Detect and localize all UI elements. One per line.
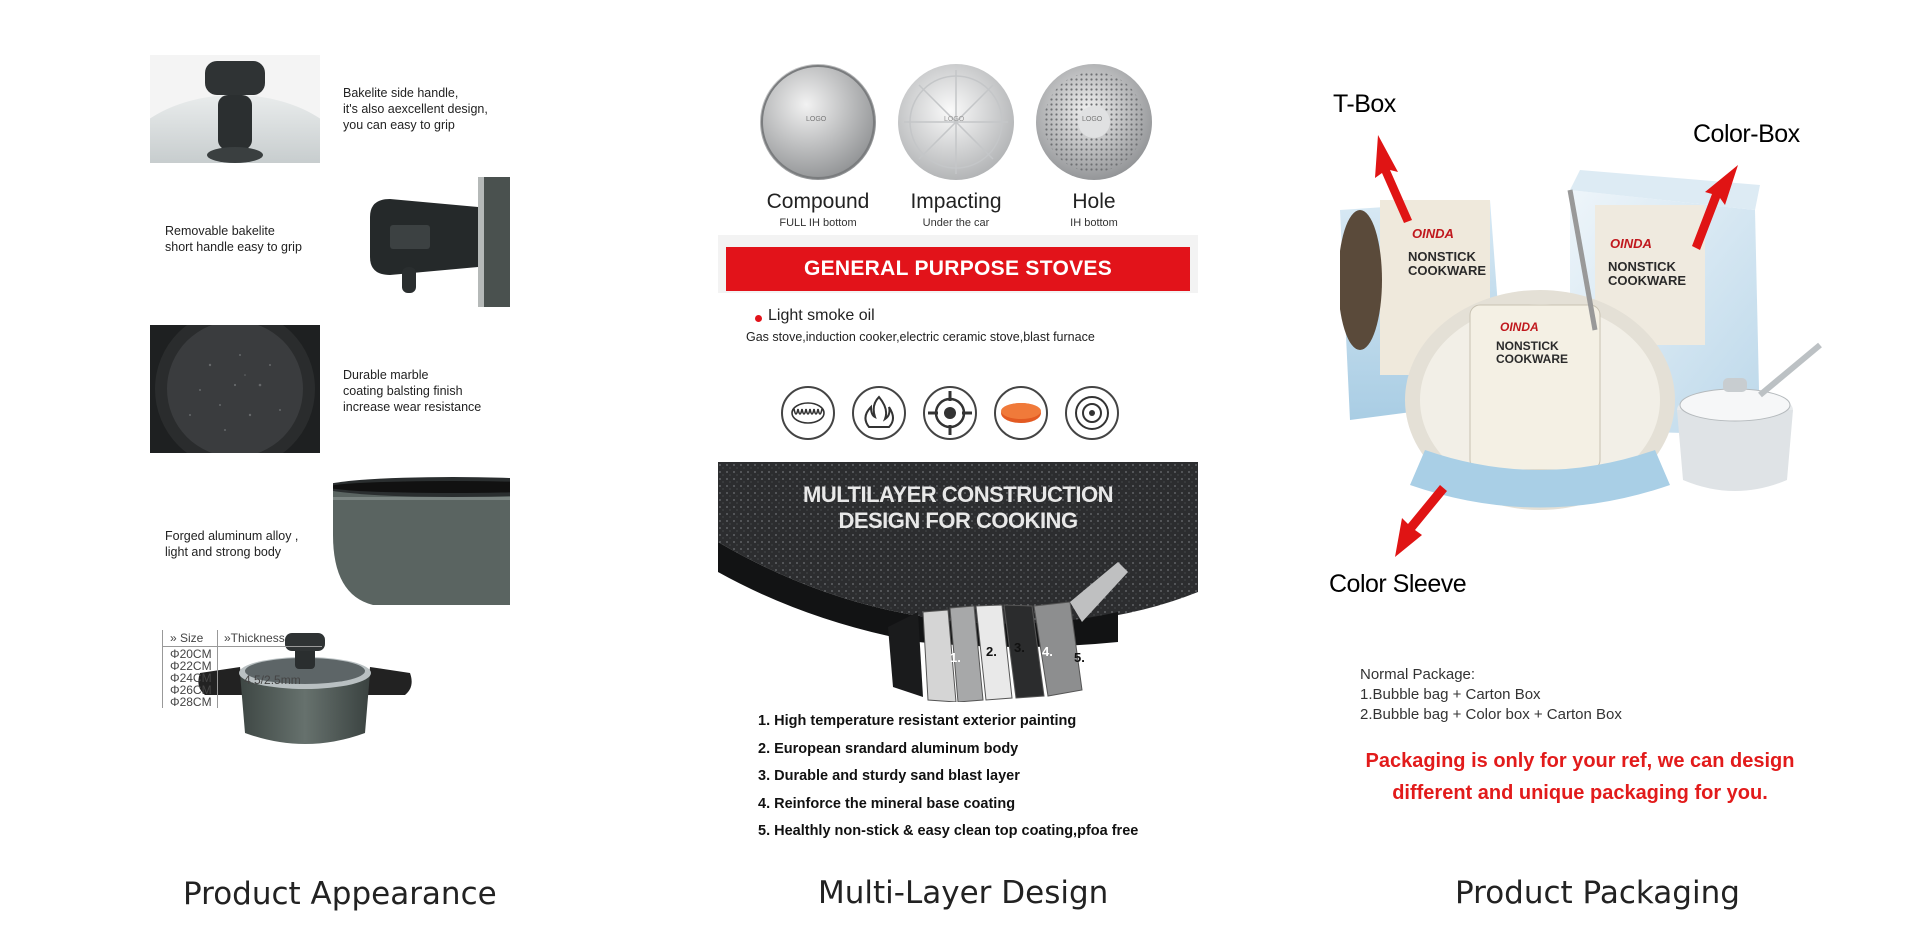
lid-knob-image: [150, 55, 320, 163]
gas-burner-icon: [923, 386, 977, 440]
feature-text-4: Forged aluminum alloy ,light and strong …: [165, 529, 299, 559]
hole-disc-icon: [1036, 64, 1152, 180]
oil-label: Light smoke oil: [768, 307, 875, 324]
casserole-image: [195, 625, 415, 755]
ceramic-plate-icon: [994, 386, 1048, 440]
caption-product-appearance: Product Appearance: [183, 876, 497, 912]
stoves-text: Gas stove,induction cooker,electric cera…: [746, 330, 1095, 344]
flame-icon: [852, 386, 906, 440]
multilayer-panel: LOGO Compound FULL IH bottom LOGO Impact…: [718, 62, 1198, 862]
hole-label: Hole: [1072, 190, 1116, 213]
packaging-note: Packaging is only for your ref, we can d…: [1365, 750, 1795, 804]
general-purpose-banner: GENERAL PURPOSE STOVES: [726, 247, 1190, 291]
normal-package-title: Normal Package:: [1360, 666, 1476, 683]
colorbox-brand: OINDA: [1610, 236, 1652, 251]
layer-item: 5. Healthly non-stick & easy clean top c…: [758, 823, 1139, 839]
colorbox-label: Color-Box: [1693, 120, 1800, 148]
normal-package-line: 2.Bubble bag + Color box + Carton Box: [1360, 706, 1622, 723]
bottom-compound: LOGO Compound FULL IH bottom: [758, 62, 878, 229]
caption-product-packaging: Product Packaging: [1455, 875, 1740, 911]
tbox-brand: OINDA: [1412, 226, 1454, 241]
sleeve-arrow-icon: [1395, 485, 1447, 557]
layer-list: 1. High temperature resistant exterior p…: [758, 708, 1198, 846]
size-table: » Size »Thickness Φ20CM Φ22CM Φ24CM Φ26C…: [162, 630, 322, 780]
multilayer-construction-image: MULTILAYER CONSTRUCTION DESIGN FOR COOKI…: [718, 462, 1198, 702]
tbox-arrow-icon: [1375, 135, 1412, 223]
layer-item: 2. European srandard aluminum body: [758, 740, 1019, 757]
impacting-label: Impacting: [910, 190, 1002, 213]
size-header: » Size: [170, 631, 204, 645]
oil-bullet-icon: [755, 315, 762, 322]
construction-title: MULTILAYER CONSTRUCTION DESIGN FOR COOKI…: [803, 482, 1113, 533]
impacting-disc-icon: [898, 64, 1014, 180]
layer-item: 3. Durable and sturdy sand blast layer: [758, 768, 1020, 784]
coil-icon: [781, 386, 835, 440]
induction-icon: [1065, 386, 1119, 440]
tbox-label: T-Box: [1333, 90, 1396, 118]
bottom-hole: LOGO Hole IH bottom: [1034, 62, 1154, 229]
thickness-header: »Thickness: [224, 631, 285, 645]
stove-icons-row: [780, 385, 1140, 445]
layer-number-4: 4.: [1042, 644, 1053, 659]
side-handle-image: [360, 177, 510, 307]
appearance-panel: Bakelite side handle,it's also aexcellen…: [150, 55, 510, 885]
normal-package-info: Normal Package: 1.Bubble bag + Carton Bo…: [1360, 665, 1622, 725]
layer-number-3: 3.: [1014, 640, 1025, 655]
marble-coating-image: [150, 325, 320, 453]
layer-item: 1. High temperature resistant exterior p…: [758, 713, 1077, 729]
layer-number-2: 2.: [986, 644, 997, 659]
sleeve-label: Color Sleeve: [1329, 570, 1467, 598]
thickness-value: 4.5/2.5mm: [244, 673, 301, 687]
caption-multi-layer-design: Multi-Layer Design: [818, 875, 1109, 911]
layer-number-5: 5.: [1074, 650, 1085, 665]
colorbox-arrow-icon: [1692, 165, 1738, 250]
bottom-impacting: LOGO Impacting Under the car: [896, 62, 1016, 229]
compound-label: Compound: [766, 190, 870, 213]
forged-body-image: [333, 475, 510, 605]
layer-number-1: 1.: [950, 650, 961, 665]
sleeve-brand: OINDA: [1500, 320, 1539, 334]
layer-item: 4. Reinforce the mineral base coating: [758, 795, 1016, 812]
arrows-overlay: [1375, 135, 1738, 557]
normal-package-line: 1.Bubble bag + Carton Box: [1360, 686, 1541, 703]
size-list: Φ20CM Φ22CM Φ24CM Φ26CM Φ28CM: [170, 647, 212, 709]
compound-disc-icon: [760, 64, 876, 180]
feature-text-1: Bakelite side handle,it's also aexcellen…: [343, 86, 488, 132]
